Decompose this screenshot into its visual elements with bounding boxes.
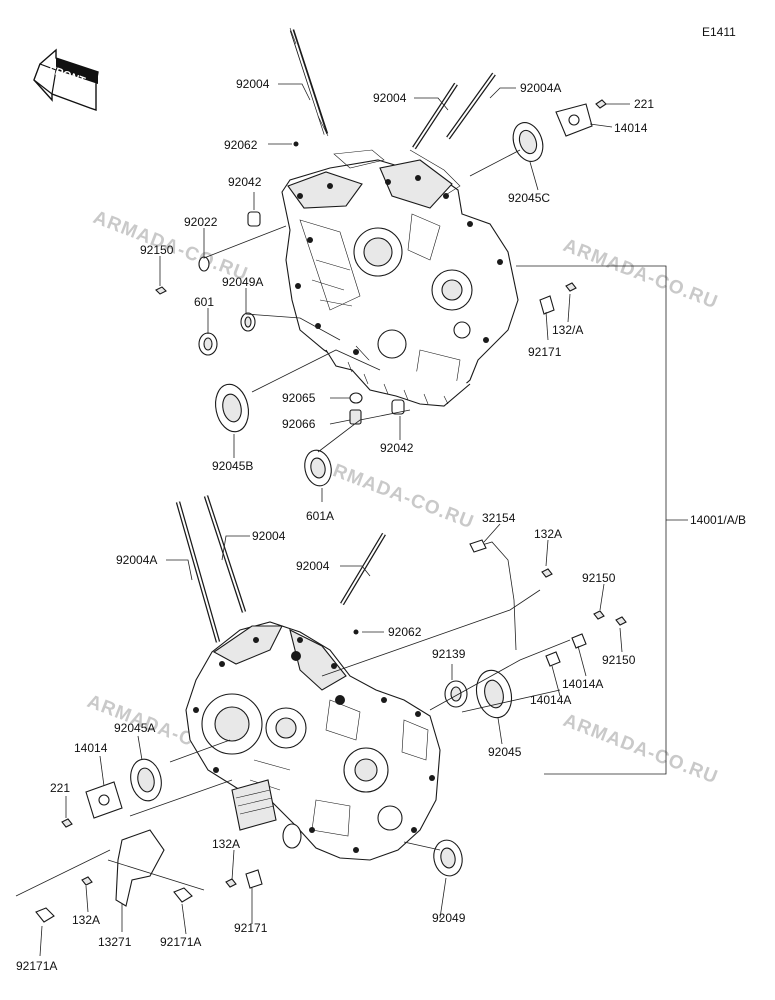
label-92042-b: 92042 [380, 441, 414, 455]
lower-studs [175, 495, 386, 643]
label-92045B: 92045B [212, 459, 253, 473]
label-92004-d: 92004 [296, 559, 330, 573]
label-92004-b: 92004 [373, 91, 407, 105]
label-14014-b: 14014 [74, 741, 108, 755]
label-92004A-b: 92004A [116, 553, 157, 567]
label-221-b: 221 [50, 781, 70, 795]
label-92062-b: 92062 [388, 625, 422, 639]
lower-crankcase-drawing [185, 621, 441, 861]
upper-studs [289, 27, 496, 150]
upper-crankcase-drawing [281, 149, 519, 407]
label-221: 221 [634, 97, 654, 111]
diagram-code: E1411 [702, 25, 736, 39]
upper-leaders [159, 83, 630, 502]
watermark-2: ARMADA-CO.RU [560, 235, 721, 313]
label-92004-c: 92004 [252, 529, 286, 543]
watermark-5: ARMADA-CO.RU [560, 710, 721, 788]
label-92150-c: 92150 [602, 653, 636, 667]
upper-labels: 92004 92004 92004A 221 14014 92062 92042… [140, 77, 654, 523]
label-14014A-a: 14014A [562, 677, 603, 691]
label-132A-c: 132A [72, 913, 100, 927]
lower-small-parts [35, 539, 627, 923]
label-92150-b: 92150 [582, 571, 616, 585]
label-132A-b: 132A [212, 837, 240, 851]
label-32154: 32154 [482, 511, 516, 525]
lower-leaders [15, 523, 623, 957]
label-92139: 92139 [432, 647, 466, 661]
label-92004-a: 92004 [236, 77, 270, 91]
label-92004A: 92004A [520, 81, 561, 95]
label-92045A: 92045A [114, 721, 155, 735]
label-14014A-b: 14014A [530, 693, 571, 707]
assembly-bracket: 14001/A/B [516, 265, 746, 775]
label-132-A: 132/A [552, 323, 583, 337]
label-14001-A-B: 14001/A/B [690, 513, 746, 527]
label-14014: 14014 [614, 121, 648, 135]
label-92066: 92066 [282, 417, 316, 431]
lower-labels: 32154 132A 92004 92004A 92004 92062 9215… [16, 511, 636, 973]
label-92171A-a: 92171A [160, 935, 201, 949]
label-92045C: 92045C [508, 191, 550, 205]
label-92150: 92150 [140, 243, 174, 257]
label-92049A: 92049A [222, 275, 263, 289]
watermark-3: ARMADA-CO.RU [316, 455, 477, 533]
front-arrow-icon: FRONT [33, 48, 99, 111]
label-601: 601 [194, 295, 214, 309]
label-92171: 92171 [528, 345, 562, 359]
label-92022: 92022 [184, 215, 218, 229]
label-92171-b: 92171 [234, 921, 268, 935]
label-601A: 601A [306, 509, 334, 523]
label-92042-a: 92042 [228, 175, 262, 189]
label-92062: 92062 [224, 138, 258, 152]
label-92045: 92045 [488, 745, 522, 759]
label-13271: 13271 [98, 935, 132, 949]
label-92049: 92049 [432, 911, 466, 925]
label-92171A-b: 92171A [16, 959, 57, 973]
label-92065: 92065 [282, 391, 316, 405]
upper-small-parts [155, 99, 607, 487]
label-132A-a: 132A [534, 527, 562, 541]
